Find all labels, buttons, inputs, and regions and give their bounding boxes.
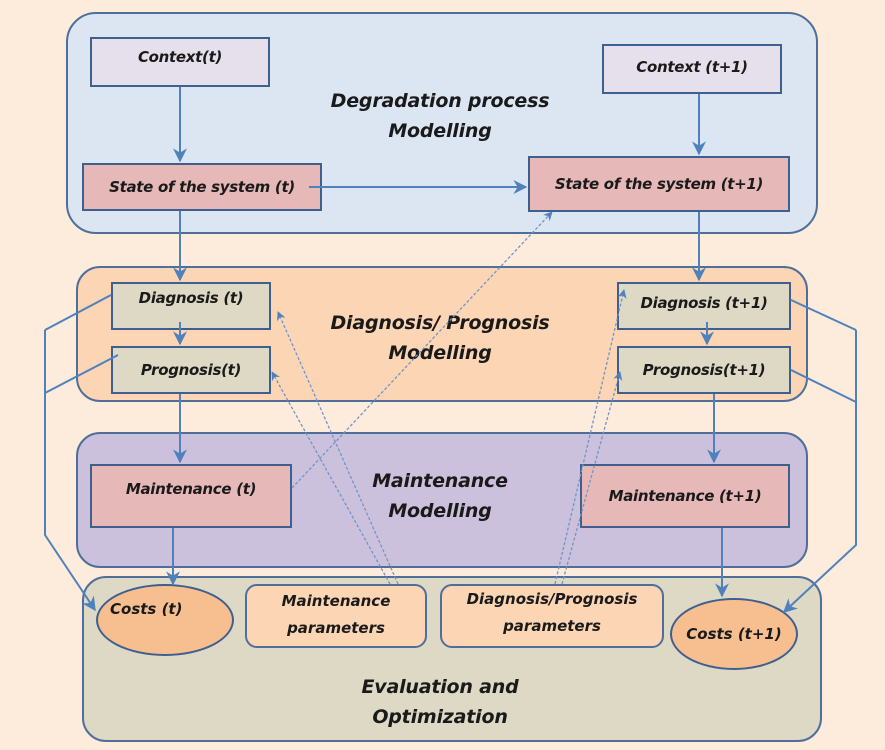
prognosis-t-box: Prognosis(t) (111, 346, 271, 394)
maintenance-parameters-box: Maintenance parameters (245, 584, 427, 648)
context-t-box: Context(t) (90, 37, 270, 87)
evaluation-zone-label: Evaluation and Optimization (361, 676, 519, 728)
maintenance-zone-label: Maintenance Modelling (372, 470, 508, 522)
diagnosis-prognosis-parameters-box: Diagnosis/Prognosis parameters (440, 584, 664, 648)
maintenance-t-box: Maintenance (t) (90, 464, 292, 528)
costs-t-ellipse: Costs (t) (96, 584, 234, 656)
diagnosis-zone-label: Diagnosis/ Prognosis Modelling (330, 312, 550, 364)
degradation-zone-label: Degradation process Modelling (330, 90, 550, 142)
state-of-system-t-box: State of the system (t) (82, 163, 322, 211)
state-of-system-t1-box: State of the system (t+1) (528, 156, 790, 212)
diagnosis-t-box: Diagnosis (t) (111, 282, 271, 330)
costs-t1-ellipse: Costs (t+1) (670, 598, 798, 670)
maintenance-t1-box: Maintenance (t+1) (580, 464, 790, 528)
prognosis-t1-box: Prognosis(t+1) (617, 346, 791, 394)
diagnosis-t1-box: Diagnosis (t+1) (617, 282, 791, 330)
context-t1-box: Context (t+1) (602, 44, 782, 94)
